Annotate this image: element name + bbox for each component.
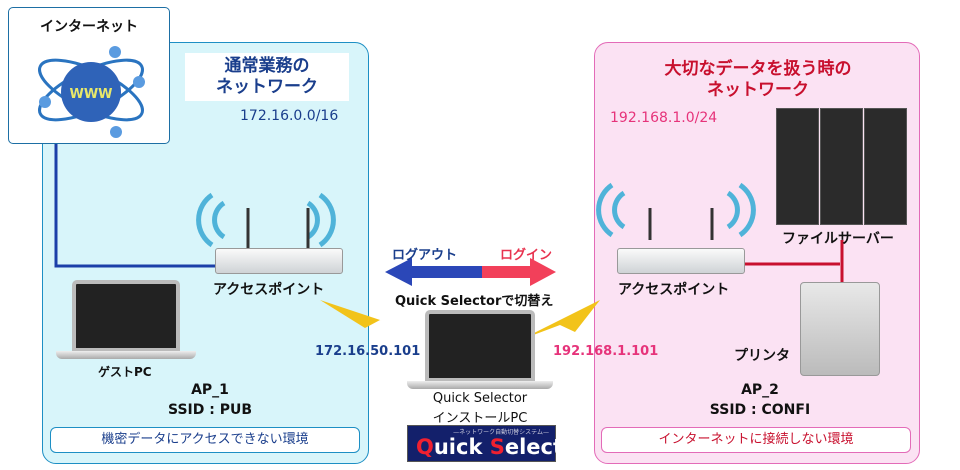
- login-arrow: [482, 266, 532, 278]
- normal-network-title: 通常業務のネットワーク: [185, 53, 349, 101]
- ap1-ssid: SSID : PUB: [167, 402, 252, 418]
- file-server-icon-2: [820, 108, 863, 225]
- switch-label: Quick Selectorで切替え: [395, 294, 554, 309]
- svg-text:WWW: WWW: [69, 87, 112, 102]
- globe-icon: WWW: [38, 46, 145, 138]
- printer-label: プリンタ: [734, 348, 790, 364]
- wifi-waves-left: [196, 192, 336, 248]
- ap2-name: AP_2: [741, 382, 779, 398]
- internet-cable: [54, 142, 216, 268]
- file-server-icon-3: [864, 108, 907, 225]
- right-pc-ip: 192.168.1.101: [553, 344, 659, 359]
- quick-selector-pc-icon: [425, 310, 535, 382]
- left-subnet: 172.16.0.0/16: [240, 108, 339, 124]
- qs-pc-label-1: Quick Selector: [432, 391, 528, 406]
- left-pc-ip: 172.16.50.101: [315, 344, 421, 359]
- ap1-name: AP_1: [191, 382, 229, 398]
- right-footer: インターネットに接続しない環境: [601, 427, 911, 453]
- quick-selector-logo: —ネットワーク自動切替システム— Quick Selector: [407, 425, 588, 462]
- access-point-1: [215, 248, 343, 274]
- left-footer: 機密データにアクセスできない環境: [50, 427, 360, 453]
- secure-cable: [742, 240, 844, 284]
- logout-arrow: [412, 266, 482, 278]
- file-server-icon-1: [776, 108, 819, 225]
- logout-label: ログアウト: [392, 248, 458, 263]
- wireless-link-right: [520, 300, 600, 340]
- ap2-ssid: SSID : CONFI: [709, 402, 811, 418]
- right-subnet: 192.168.1.0/24: [610, 110, 718, 126]
- wifi-waves-right: [596, 182, 756, 238]
- secure-network-title: 大切なデータを扱う時のネットワーク: [664, 59, 852, 100]
- printer-icon: [800, 282, 880, 376]
- ap1-label: アクセスポイント: [213, 282, 325, 298]
- internet-label: インターネット: [40, 19, 138, 35]
- wireless-link-left: [320, 300, 440, 340]
- access-point-2: [617, 248, 745, 274]
- guest-pc-icon: [72, 280, 180, 352]
- ap2-label: アクセスポイント: [618, 282, 730, 298]
- login-label: ログイン: [500, 248, 553, 263]
- guest-pc-label: ゲストPC: [98, 365, 152, 379]
- file-server-label: ファイルサーバー: [782, 231, 894, 247]
- internet-box: インターネット WWW: [8, 7, 170, 144]
- qs-pc-label-2: インストールPC: [432, 411, 528, 426]
